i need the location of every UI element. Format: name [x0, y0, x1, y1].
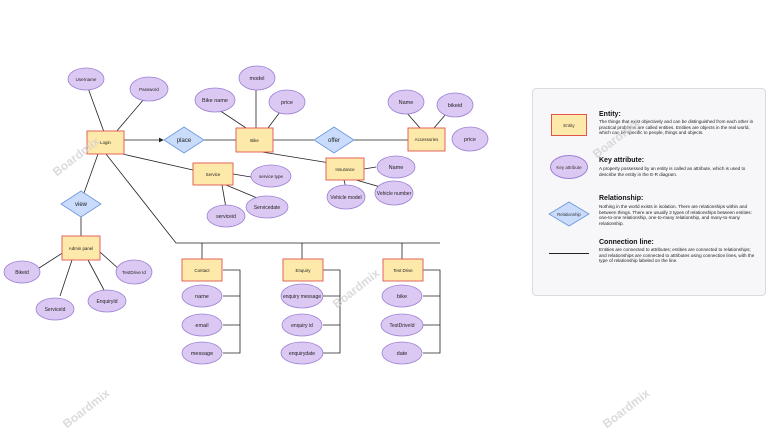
attr-acc-bikeid-label: bikeid — [448, 103, 462, 109]
attr-td-bike[interactable]: bike — [381, 284, 423, 308]
attr-admin-serviceid-label: ServiceId — [45, 307, 66, 313]
attr-service-id-label: serviceid — [216, 214, 236, 220]
attr-enquiry-message-label: enquiry message — [283, 294, 321, 300]
attr-admin-bikeid-label: Bikeid — [15, 270, 29, 276]
attr-acc-price[interactable]: price — [451, 126, 489, 152]
attr-vehicle-model[interactable]: Vehicle model — [326, 184, 366, 210]
attr-service-date[interactable]: Servicedate — [245, 195, 289, 219]
entity-enquiry-label: Enquiry — [296, 268, 312, 273]
attr-model-label: model — [250, 76, 265, 82]
entity-login[interactable]: Login — [86, 130, 125, 155]
entity-test-drive[interactable]: Test Drive — [382, 258, 424, 282]
attr-price[interactable]: price — [268, 89, 306, 115]
attr-td-date[interactable]: date — [381, 341, 423, 365]
attr-admin-serviceid[interactable]: ServiceId — [35, 297, 75, 321]
attributes: Username Password Bike name model price … — [3, 65, 489, 365]
attr-service-type[interactable]: service type — [250, 164, 292, 188]
attr-password-label: Password — [139, 87, 159, 92]
attr-td-id[interactable]: TestDriveId — [380, 313, 424, 337]
attr-vehicle-number-label: Vehicle number — [377, 191, 412, 197]
attr-password[interactable]: Password — [129, 76, 169, 102]
relationship-view-label: view — [75, 202, 88, 208]
entity-insurance-label: Insurance — [335, 167, 355, 172]
attr-enquiry-message[interactable]: enquiry message — [280, 283, 324, 309]
attr-model[interactable]: model — [238, 65, 276, 91]
legend-entity-desc: The things that exist objectively and ca… — [599, 119, 754, 136]
attr-contact-name[interactable]: name — [181, 284, 223, 308]
relationship-view[interactable]: view — [60, 190, 102, 218]
entity-accessories[interactable]: Accessories — [407, 127, 446, 152]
attr-td-date-label: date — [397, 351, 408, 357]
entity-enquiry[interactable]: Enquiry — [282, 258, 324, 282]
legend-connection-desc: Entities are connected to attributes; en… — [599, 247, 755, 264]
entity-admin-panel-label: Admin panel — [69, 246, 93, 251]
attr-username-label: Username — [76, 77, 97, 82]
entity-login-label: Login — [100, 140, 111, 145]
attr-vehicle-model-label: Vehicle model — [330, 195, 361, 201]
attr-acc-price-label: price — [464, 137, 476, 143]
attr-contact-email-label: email — [195, 323, 208, 329]
legend-key-desc: A property possessed by an entity is cal… — [599, 166, 746, 177]
legend-panel: Entity Entity: The things that exist obj… — [532, 88, 766, 296]
attr-bike-name-label: Bike name — [202, 98, 228, 104]
attr-td-id-label: TestDriveId — [389, 323, 414, 329]
attr-enquiry-id[interactable]: enquiry id — [281, 313, 323, 337]
entity-bike[interactable]: Bike — [235, 127, 274, 153]
attr-td-bike-label: bike — [397, 294, 407, 300]
relationship-offer-label: offer — [328, 138, 340, 144]
entities: Login Bike Accessories Service Insurance… — [61, 127, 446, 282]
attr-ins-name[interactable]: Name — [376, 155, 416, 179]
attr-admin-testdriveid-label: TestDrive Id — [122, 270, 146, 275]
attr-admin-enquiryid-label: EnquiryId — [96, 299, 117, 305]
legend-relationship-sample-label: Relationship — [557, 211, 581, 217]
attr-username[interactable]: Username — [67, 67, 105, 91]
attr-contact-message-label: message — [191, 351, 213, 357]
attr-acc-name-label: Name — [399, 100, 414, 106]
attr-acc-bikeid[interactable]: bikeid — [436, 92, 474, 118]
relationship-place-label: place — [177, 138, 192, 144]
entity-admin-panel[interactable]: Admin panel — [61, 235, 101, 261]
legend-key-title: Key attribute: — [599, 157, 645, 164]
attr-admin-enquiryid[interactable]: EnquiryId — [87, 289, 127, 313]
relationships: place offer view — [60, 126, 355, 218]
attr-admin-testdriveid[interactable]: TestDrive Id — [115, 259, 153, 285]
legend-relationship-sample: Relationship — [548, 201, 590, 227]
entity-bike-label: Bike — [250, 138, 259, 143]
attr-enquiry-id-label: enquiry id — [291, 323, 313, 329]
attr-contact-message[interactable]: message — [181, 341, 223, 365]
legend-entity-sample: Entity — [551, 114, 587, 136]
attr-ins-name-label: Name — [389, 165, 404, 171]
attr-service-date-label: Servicedate — [254, 205, 281, 211]
attr-acc-name[interactable]: Name — [387, 89, 425, 115]
attr-enquiry-date-label: enquirydate — [289, 351, 315, 357]
attr-admin-bikeid[interactable]: Bikeid — [3, 260, 41, 284]
entity-accessories-label: Accessories — [415, 137, 439, 142]
attr-contact-name-label: name — [195, 294, 209, 300]
attr-vehicle-number[interactable]: Vehicle number — [374, 180, 414, 206]
legend-relationship-title: Relationship: — [599, 195, 644, 202]
attr-service-id[interactable]: serviceid — [206, 204, 246, 228]
relationship-place[interactable]: place — [163, 126, 205, 154]
legend-key-attribute-sample: Key attribute — [550, 155, 588, 179]
relationship-offer[interactable]: offer — [313, 126, 355, 154]
attr-enquiry-date[interactable]: enquirydate — [280, 341, 324, 365]
attr-bike-name[interactable]: Bike name — [194, 87, 236, 113]
entity-insurance[interactable]: Insurance — [325, 157, 365, 181]
legend-entity-title: Entity: — [599, 111, 621, 118]
entity-contact-label: Contact — [194, 268, 210, 273]
entity-service-label: Service — [206, 172, 221, 177]
legend-connection-line-sample — [549, 253, 589, 254]
entity-service[interactable]: Service — [192, 162, 234, 186]
attr-contact-email[interactable]: email — [181, 313, 223, 337]
entity-contact[interactable]: Contact — [181, 258, 223, 282]
legend-connection-title: Connection line: — [599, 239, 654, 246]
attr-price-label: price — [281, 100, 293, 106]
legend-relationship-desc: Nothing in the world exists in isolation… — [599, 204, 752, 226]
entity-test-drive-label: Test Drive — [393, 268, 413, 273]
attr-service-type-label: service type — [259, 174, 284, 179]
